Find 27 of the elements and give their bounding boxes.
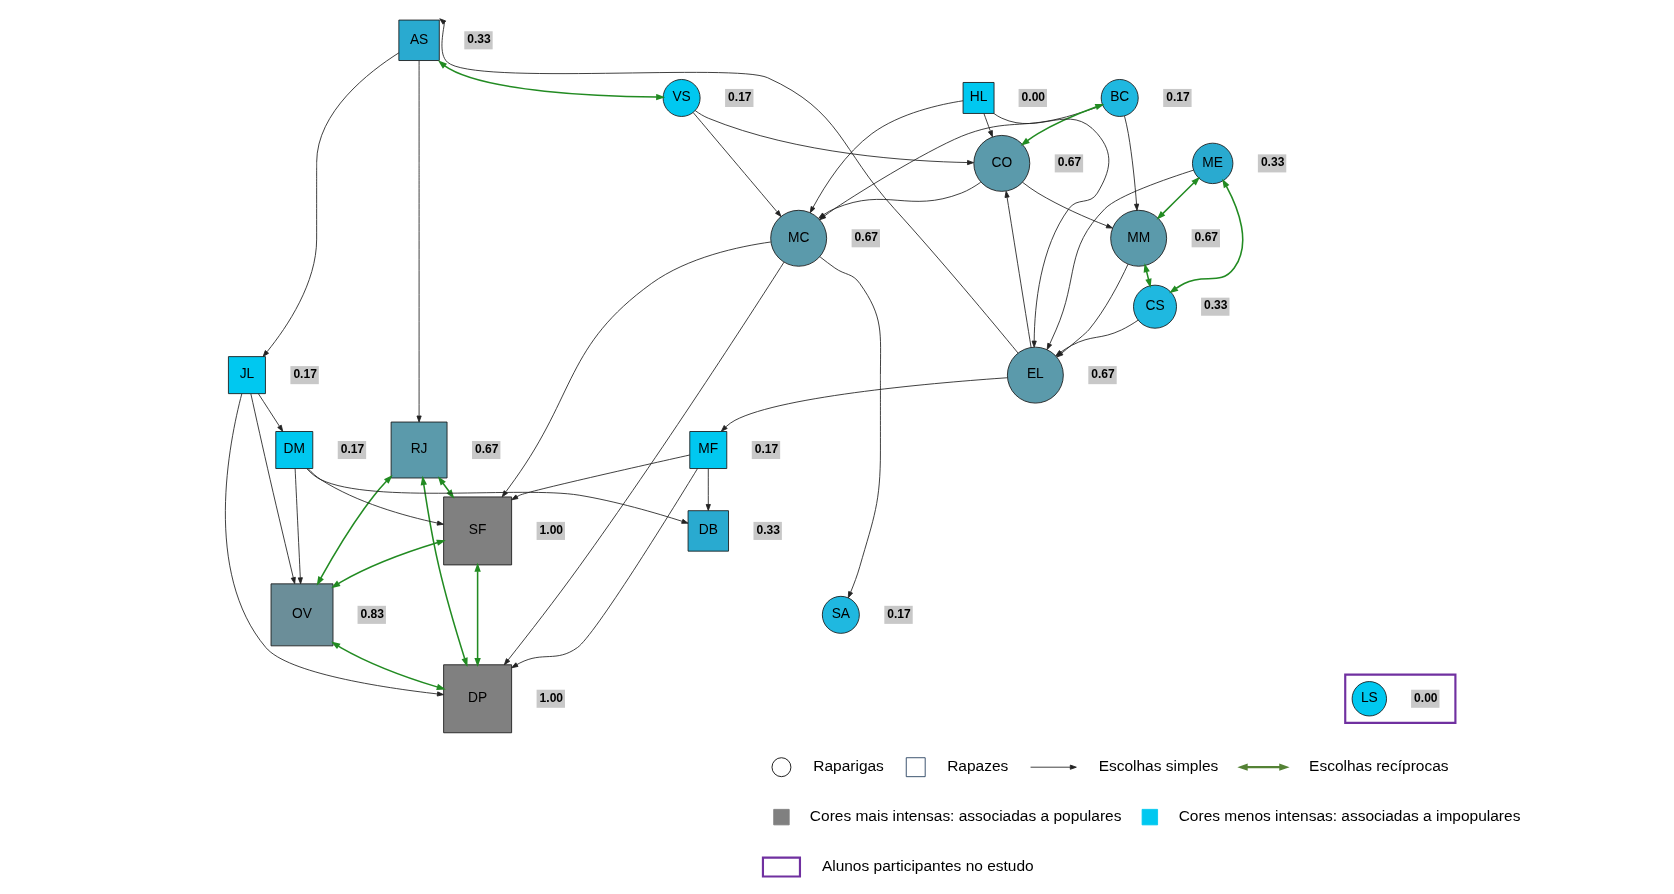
legend-label: Cores menos intensas: associadas a impopulares [1178,806,1521,824]
node-label: 0.00 [1414,690,1438,705]
node-label: 0.00 [1021,89,1046,104]
legend-label: Escolhas recíprocas [1309,756,1449,774]
node-label: 0.17 [340,441,365,456]
node-label: 0.33 [467,32,491,47]
node-label: 0.67 [475,441,499,456]
node-label: 0.67 [854,230,879,245]
legend-label: Rapazes [947,756,1009,774]
node-label: 0.33 [1260,155,1285,170]
node-label: 0.67 [1194,230,1219,245]
node-label: 0.33 [756,522,780,537]
node-label: 0.17 [728,89,752,104]
node-label: 1.00 [539,522,564,537]
legend-label: Raparigas [813,756,884,774]
node-label: 0.67 [1091,366,1115,381]
node-label: 0.17 [887,606,911,621]
legend-label: Cores mais intensas: associadas a populares [809,806,1122,824]
node-label: 0.33 [1204,298,1228,313]
legend-label: Escolhas simples [1098,756,1219,774]
node-label: 0.17 [293,366,317,381]
node-label: 0.17 [754,441,779,456]
node-label: 0.67 [1057,155,1082,170]
node-label: 0.83 [360,606,385,621]
node-label: 0.17 [1166,89,1190,104]
legend-label: Alunos participantes no estudo [821,856,1034,874]
node-label: 1.00 [539,690,564,705]
